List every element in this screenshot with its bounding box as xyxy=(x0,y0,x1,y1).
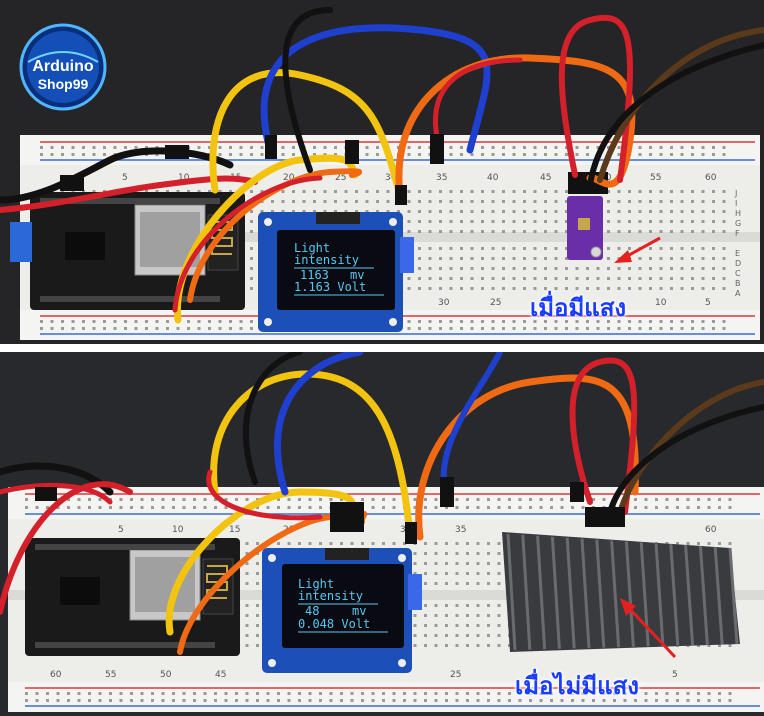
oled-module: Light intensity 1163 mv 1.163 Volt xyxy=(258,212,414,332)
bb-num: 5 xyxy=(672,670,678,680)
bb-letter: E xyxy=(735,249,740,258)
bb-num: 45 xyxy=(540,173,551,183)
bb-num: 60 xyxy=(705,525,717,535)
caption-with-light: เมื่อมีแสง xyxy=(530,294,627,322)
bb-num: 60 xyxy=(705,173,717,183)
wire-headers xyxy=(35,477,625,544)
photo-with-light: 5 10 15 20 25 30 35 40 45 50 55 60 60 55… xyxy=(0,0,764,344)
light-cover-heatsink xyxy=(502,532,740,652)
wire-headers xyxy=(60,134,444,205)
bb-num: 55 xyxy=(105,670,116,680)
bb-letter: F xyxy=(735,229,740,238)
bb-num: 15 xyxy=(229,525,240,535)
bb-num: 35 xyxy=(455,525,466,535)
oled-unit: mv xyxy=(352,604,366,618)
bb-num: 5 xyxy=(118,525,124,535)
oled-unit: mv xyxy=(350,268,364,282)
oled-screen: Light intensity 1163 mv 1.163 Volt xyxy=(294,241,384,296)
bb-num: 45 xyxy=(215,670,226,680)
bb-letter: J xyxy=(734,189,737,198)
light-sensor-module xyxy=(567,172,608,260)
jumper-wires xyxy=(0,352,764,655)
bb-num: 25 xyxy=(335,173,346,183)
scene-top: 5 10 15 20 25 30 35 40 45 50 55 60 60 55… xyxy=(0,0,764,344)
arduino-shop99-logo: Arduino Shop99 xyxy=(18,22,108,112)
oled-line-2: intensity xyxy=(294,253,359,267)
nodemcu-board xyxy=(10,192,245,310)
oled-line-1: Light xyxy=(294,241,330,255)
bb-letter: G xyxy=(735,219,741,228)
caption-without-light: เมื่อไม่มีแสง xyxy=(515,672,639,700)
oled-line-2: intensity xyxy=(298,589,363,603)
bb-num: 30 xyxy=(385,173,397,183)
oled-value: 1163 xyxy=(300,268,329,282)
logo-line-1: Arduino xyxy=(32,58,94,75)
oled-screen: Light intensity 48 mv 0.048 Volt xyxy=(298,577,388,633)
bb-num: 55 xyxy=(650,173,661,183)
oled-voltage: 1.163 Volt xyxy=(294,280,366,294)
bb-num: 10 xyxy=(172,525,184,535)
panel-divider xyxy=(0,344,764,352)
bb-num: 35 xyxy=(436,173,447,183)
bb-letter: H xyxy=(735,209,741,218)
oled-line-1: Light xyxy=(298,577,334,591)
bb-letter: D xyxy=(735,259,741,268)
bb-num: 25 xyxy=(450,670,461,680)
bb-letter: B xyxy=(735,279,741,288)
bb-num: 10 xyxy=(655,298,667,308)
bb-letter: A xyxy=(735,289,741,298)
logo-line-2: Shop99 xyxy=(38,76,89,92)
bb-num: 20 xyxy=(283,173,295,183)
bb-num: 40 xyxy=(487,173,499,183)
photo-without-light: 5 10 15 20 25 30 35 60 60 55 50 45 25 5 xyxy=(0,352,764,716)
bb-num: 50 xyxy=(160,670,172,680)
scene-bottom: 5 10 15 20 25 30 35 60 60 55 50 45 25 5 xyxy=(0,352,764,716)
bb-num: 10 xyxy=(178,173,190,183)
bb-num: 5 xyxy=(122,173,128,183)
oled-module: Light intensity 48 mv 0.048 Volt xyxy=(262,548,422,673)
oled-voltage: 0.048 Volt xyxy=(298,617,370,631)
bb-num: 30 xyxy=(438,298,450,308)
bb-num: 5 xyxy=(705,298,711,308)
bb-num: 25 xyxy=(490,298,501,308)
bb-letter: I xyxy=(735,199,737,208)
arrow-indicator xyxy=(626,605,677,659)
bb-letter: C xyxy=(735,269,741,278)
bb-num: 60 xyxy=(50,670,62,680)
oled-value: 48 xyxy=(305,604,319,618)
